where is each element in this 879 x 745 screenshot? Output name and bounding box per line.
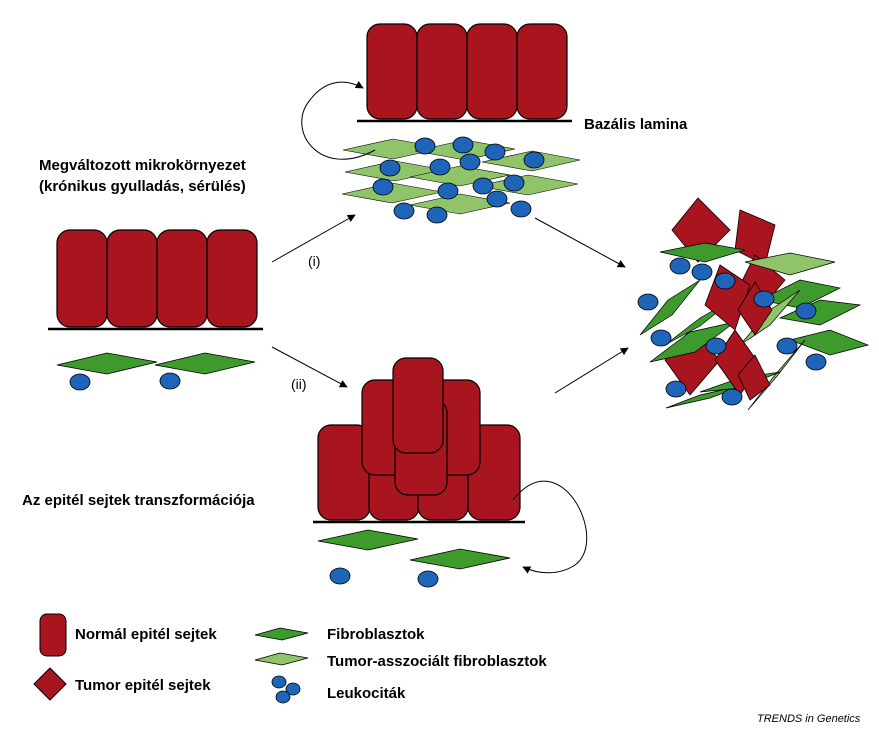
bottom-leukocytes <box>329 567 439 588</box>
legend-tumor-cell-icon <box>33 667 67 701</box>
altered-microenvironment-label: Megváltozott mikrokörnyezet <box>39 157 246 174</box>
transformation-group <box>313 357 588 588</box>
journal-credit: TRENDS in Genetics <box>757 713 861 725</box>
arrow-path-i <box>271 214 356 263</box>
transformation-label: Az epitél sejtek transzformációja <box>22 492 255 509</box>
arrow-path-ii <box>271 346 348 388</box>
arrow-top-to-tumor <box>534 217 626 268</box>
altered-microenvironment-sublabel: (krónikus gyulladás, sérülés) <box>39 178 246 195</box>
top-leukocytes <box>372 136 545 224</box>
bottom-fibroblasts <box>317 529 511 570</box>
legend-leukocytes-label: Leukociták <box>327 685 406 702</box>
legend-fibroblasts-label: Fibroblasztok <box>327 626 425 643</box>
legend-leukocyte-icon <box>271 675 301 704</box>
normal-tissue-group <box>48 229 263 391</box>
legend-normal-cell-icon <box>39 613 67 657</box>
legend-normal-epithelial-label: Normál epitél sejtek <box>75 626 217 643</box>
leukocytes <box>69 372 181 391</box>
legend-tumor-fibroblast-icon <box>254 652 309 666</box>
path-i-label: (i) <box>308 253 321 269</box>
transformed-epithelial-cells <box>317 357 521 521</box>
altered-microenvironment-group <box>301 23 581 224</box>
tumor-group <box>637 197 870 411</box>
normal-epithelial-cells <box>56 229 258 328</box>
fibroblasts <box>56 352 256 375</box>
path-ii-label: (ii) <box>291 376 307 392</box>
legend-tumor-epithelial-label: Tumor epitél sejtek <box>75 677 211 694</box>
feedback-arrow-bottom <box>512 480 588 574</box>
basal-lamina-label: Bazális lamina <box>584 116 688 133</box>
legend-tumor-fibroblasts-label: Tumor-asszociált fibroblasztok <box>327 653 547 670</box>
legend-symbols <box>33 613 309 704</box>
top-epithelial-cells <box>366 23 568 120</box>
arrow-bottom-to-tumor <box>554 347 629 394</box>
tumor-leukocytes <box>637 257 827 406</box>
legend-fibroblast-icon <box>254 627 309 641</box>
feedback-arrow-top <box>301 81 376 160</box>
